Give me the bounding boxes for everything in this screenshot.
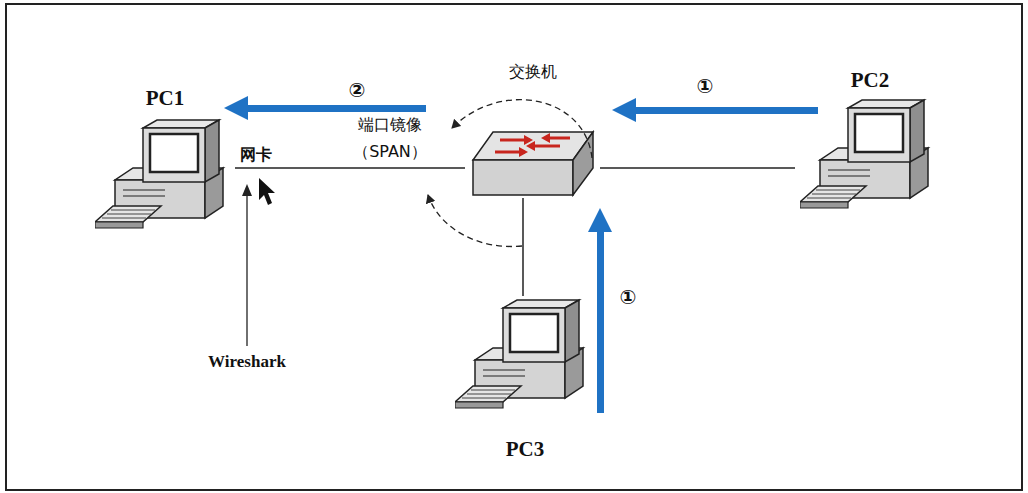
mouse-cursor: [259, 178, 275, 205]
network-cable: [235, 168, 465, 169]
pc-icon: [800, 100, 928, 208]
annotation-label: 网卡: [240, 145, 272, 166]
pc-icon: [95, 120, 223, 228]
device-label: PC2: [851, 68, 890, 93]
edge-label: 端口镜像 （SPAN）: [330, 111, 450, 165]
network-cable: [523, 198, 524, 296]
device-node: PC1: [95, 86, 235, 236]
flow-arrow: [588, 208, 612, 413]
leader-head: [242, 184, 252, 196]
pc-icon: [455, 300, 583, 408]
leader-line: [246, 194, 247, 346]
device-label: 交换机: [509, 62, 557, 83]
network-cable: [600, 168, 795, 169]
mirror-arc: [452, 100, 592, 158]
mirror-arc: [428, 195, 522, 247]
device-node: PC2: [795, 68, 945, 216]
annotation-label: Wireshark: [208, 352, 286, 372]
frame: [6, 4, 1022, 490]
device-label: PC1: [146, 86, 185, 111]
callout-number: ①: [697, 74, 714, 98]
device-node: PC3: [450, 296, 600, 462]
device-node: 交换机: [465, 62, 600, 198]
callout-number: ①: [620, 285, 637, 309]
switch-icon: [473, 132, 593, 195]
callout-number: ②: [349, 78, 366, 102]
device-label: PC3: [506, 437, 545, 462]
flow-arrow: [612, 98, 818, 122]
